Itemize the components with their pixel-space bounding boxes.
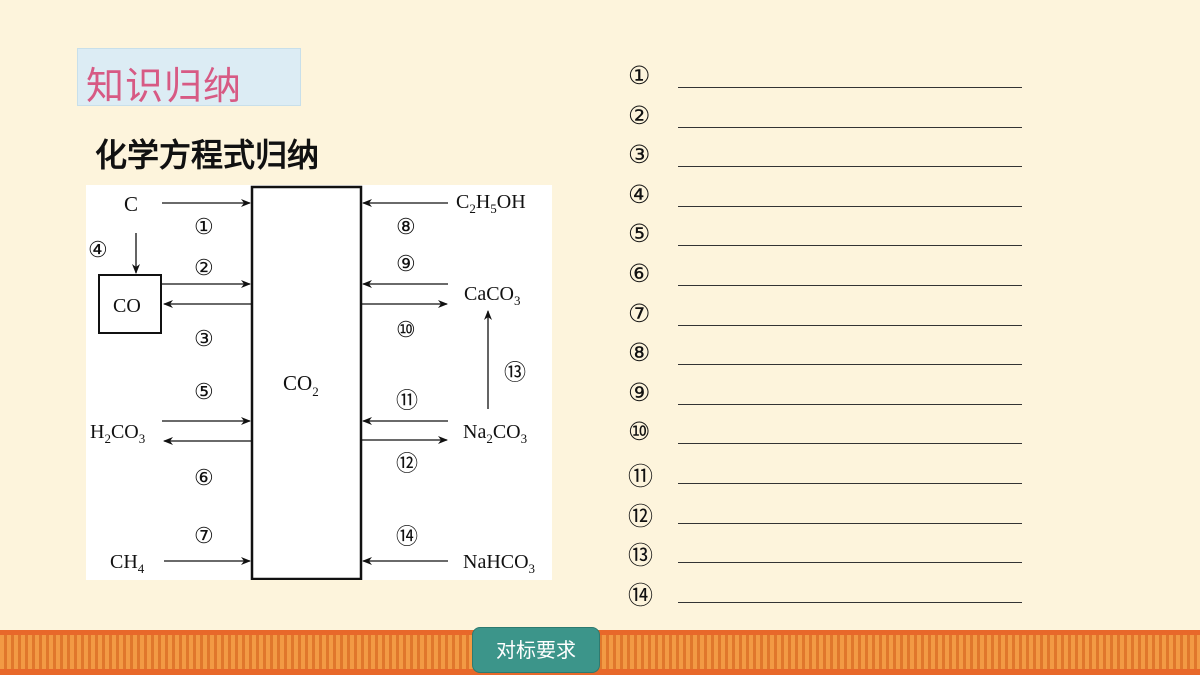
footer-band xyxy=(0,630,1200,675)
answer-number: ⑧ xyxy=(628,338,651,368)
co2-label: CO2 xyxy=(283,371,319,399)
answer-blank[interactable] xyxy=(678,166,1022,168)
marker-9: ⑨ xyxy=(396,251,416,276)
co-box xyxy=(98,274,162,334)
answer-row: ① xyxy=(628,58,1028,98)
na2co3-label: Na2CO3 xyxy=(463,421,527,446)
marker-4: ④ xyxy=(88,237,108,262)
answer-number: ② xyxy=(628,100,651,130)
answer-number: ⑦ xyxy=(628,298,651,328)
marker-11: ⑪ xyxy=(396,388,418,413)
answer-row: ⑧ xyxy=(628,335,1028,375)
answer-number: ⑪ xyxy=(628,461,654,491)
answer-number: ① xyxy=(628,61,651,90)
marker-8: ⑧ xyxy=(396,214,416,239)
co-label: CO xyxy=(113,295,141,317)
ch4-label: CH4 xyxy=(110,551,145,576)
answer-blank[interactable] xyxy=(678,126,1022,128)
answer-blank[interactable] xyxy=(678,205,1022,207)
section-tag: 知识归纳 xyxy=(77,48,301,108)
answer-blank[interactable] xyxy=(678,324,1022,326)
marker-6: ⑥ xyxy=(194,465,214,490)
co2-relation-diagram: CO2 CO C H2CO3 CH4 C2H5OH CaCO3 Na2CO3 N… xyxy=(86,185,552,580)
caco3-label: CaCO3 xyxy=(464,283,521,308)
answer-blank[interactable] xyxy=(678,562,1022,564)
answer-number: ④ xyxy=(628,179,651,209)
answer-blank[interactable] xyxy=(678,601,1022,603)
answer-number: ⑥ xyxy=(628,258,651,288)
answer-row: ② xyxy=(628,98,1028,138)
marker-7: ⑦ xyxy=(194,523,214,548)
answer-row: ⑤ xyxy=(628,216,1028,256)
answer-blank[interactable] xyxy=(678,87,1022,88)
answer-blank[interactable] xyxy=(678,284,1022,286)
section-tag-title: 知识归纳 xyxy=(86,64,243,108)
answer-number: ③ xyxy=(628,140,651,170)
answer-row: ④ xyxy=(628,177,1028,217)
answer-row: ⑩ xyxy=(628,414,1028,454)
answer-row: ⑦ xyxy=(628,296,1028,336)
answer-row: ⑭ xyxy=(628,573,1028,613)
marker-10: ⑩ xyxy=(396,317,416,342)
answer-blank[interactable] xyxy=(678,482,1022,484)
c-label: C xyxy=(124,192,138,216)
marker-5: ⑤ xyxy=(194,379,214,404)
answer-list: ① ② ③ ④ ⑤ ⑥ ⑦ ⑧ ⑨ ⑩ ⑪ ⑫ ⑬ ⑭ xyxy=(628,58,1028,612)
answer-blank[interactable] xyxy=(678,403,1022,405)
answer-blank[interactable] xyxy=(678,443,1022,445)
answer-blank[interactable] xyxy=(678,245,1022,247)
answer-number: ⑭ xyxy=(628,580,654,610)
marker-3: ③ xyxy=(194,326,214,351)
page-subtitle: 化学方程式归纳 xyxy=(95,136,320,174)
answer-blank[interactable] xyxy=(678,522,1022,524)
answer-number: ⑬ xyxy=(628,541,654,571)
answer-row: ⑫ xyxy=(628,494,1028,534)
answer-number: ⑨ xyxy=(628,377,651,407)
marker-2: ② xyxy=(194,255,214,280)
answer-number: ⑫ xyxy=(628,501,654,531)
nahco3-label: NaHCO3 xyxy=(463,551,535,576)
answer-number: ⑤ xyxy=(628,219,651,249)
c2h5oh-label: C2H5OH xyxy=(456,191,526,216)
answer-row: ⑥ xyxy=(628,256,1028,296)
marker-1: ① xyxy=(194,214,214,239)
answer-row: ⑪ xyxy=(628,454,1028,494)
standards-button[interactable]: 对标要求 xyxy=(472,627,600,673)
answer-row: ③ xyxy=(628,137,1028,177)
h2co3-label: H2CO3 xyxy=(90,421,145,446)
marker-14: ⑭ xyxy=(396,524,418,549)
answer-number: ⑩ xyxy=(628,417,651,447)
marker-13: ⑬ xyxy=(504,360,526,385)
co2-box xyxy=(250,185,363,580)
answer-row: ⑬ xyxy=(628,533,1028,573)
answer-row: ⑨ xyxy=(628,375,1028,415)
answer-blank[interactable] xyxy=(678,364,1022,366)
marker-12: ⑫ xyxy=(396,451,418,476)
